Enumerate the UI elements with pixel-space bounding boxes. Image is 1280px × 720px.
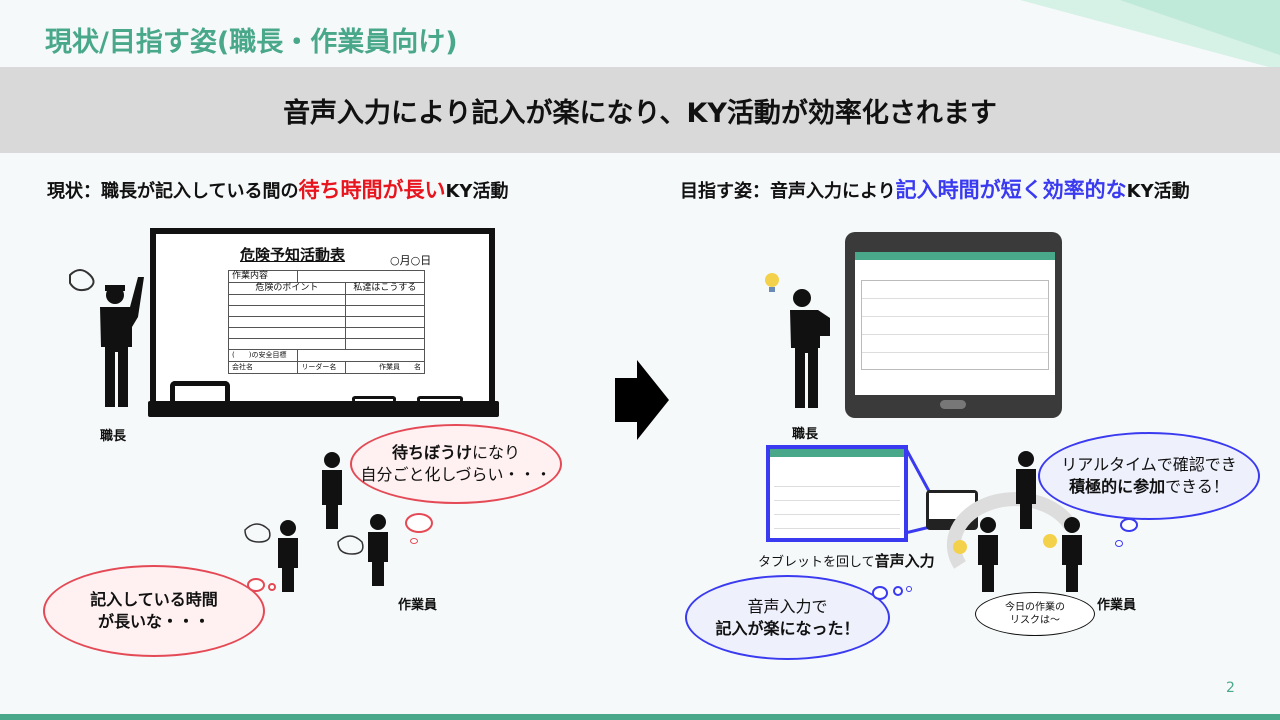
cloud-dot bbox=[247, 578, 265, 592]
foreman-silhouette bbox=[69, 269, 144, 407]
thought-cloud-participate: リアルタイムで確認でき積極的に参加できる！ bbox=[1038, 432, 1260, 520]
form-leader: リーダー名 bbox=[297, 361, 346, 374]
right-heading-pre: 目指す姿：音声入力により bbox=[680, 181, 896, 202]
workers-cycle bbox=[946, 451, 1082, 592]
tablet-caption: タブレットを回して音声入力 bbox=[758, 550, 935, 571]
form-company: 会社名 bbox=[227, 361, 299, 374]
cloud-dot bbox=[1115, 540, 1123, 547]
speech-bubble: 今日の作業の リスクは～ bbox=[975, 592, 1095, 636]
cloud-text: できる！ bbox=[1165, 477, 1229, 496]
decorative-corner bbox=[1020, 0, 1280, 70]
banner-message: 音声入力により記入が楽になり、KY活動が効率化されます bbox=[0, 67, 1280, 153]
zoom-lines bbox=[905, 446, 932, 535]
cloud-text: リアルタイムで確認でき bbox=[1061, 455, 1237, 475]
page-number: 2 bbox=[1226, 680, 1235, 696]
left-foreman-label: 職長 bbox=[100, 429, 127, 444]
foreman-silhouette bbox=[765, 273, 830, 408]
cloud-emphasis: 記入が楽になった！ bbox=[715, 618, 860, 638]
form-col2: 私達はこうする bbox=[344, 282, 426, 295]
cloud-text: 音声入力で bbox=[747, 596, 828, 616]
cloud-text: になり bbox=[471, 443, 520, 463]
board-title: 危険予知活動表 bbox=[240, 246, 346, 264]
thought-cloud-waiting: 待ちぼうけになり自分ごと化しづらい・・・ bbox=[350, 424, 562, 504]
cloud-text: が長いな・・・ bbox=[97, 612, 210, 631]
right-arrow-icon bbox=[615, 360, 669, 440]
left-heading: 現状：職長が記入している間の待ち時間が長いKY活動 bbox=[47, 174, 508, 204]
right-heading: 目指す姿：音声入力により記入時間が短く効率的なKY活動 bbox=[680, 174, 1190, 204]
app-screenshot-zoom bbox=[766, 445, 908, 542]
caption-text: タブレットを回して bbox=[758, 555, 875, 570]
cloud-text: 自分ごと化しづらい・・・ bbox=[360, 465, 552, 484]
left-heading-pre: 現状：職長が記入している間の bbox=[47, 181, 299, 202]
form-work-label: 作業内容 bbox=[227, 270, 299, 283]
cloud-dot bbox=[872, 586, 888, 600]
bottom-accent-bar bbox=[0, 714, 1280, 720]
cloud-text: 記入している時間 bbox=[90, 590, 218, 610]
eraser-icon bbox=[170, 381, 230, 403]
cloud-dot bbox=[268, 583, 276, 591]
marker-icon bbox=[417, 396, 463, 403]
marker-icon bbox=[352, 396, 396, 403]
thought-cloud-long-time: 記入している時間が長いな・・・ bbox=[43, 565, 265, 657]
cloud-dot bbox=[893, 586, 903, 596]
whiteboard-tray bbox=[148, 401, 499, 417]
ky-form: 作業内容 危険のポイント私達はこうする ( )の安全目標 会社名リーダー名作業員… bbox=[227, 270, 426, 374]
cloud-emphasis: 積極的に参加 bbox=[1069, 477, 1166, 496]
form-col1: 危険のポイント bbox=[228, 282, 346, 295]
right-heading-post: KY活動 bbox=[1126, 181, 1190, 202]
right-heading-emphasis: 記入時間が短く効率的な bbox=[895, 178, 1127, 202]
right-foreman-label: 職長 bbox=[792, 427, 819, 442]
slide-title: 現状/目指す姿(職長・作業員向け) bbox=[45, 27, 458, 58]
cloud-dot bbox=[906, 586, 912, 592]
left-workers-label: 作業員 bbox=[398, 598, 438, 613]
left-heading-emphasis: 待ち時間が長い bbox=[298, 178, 446, 202]
workers-silhouettes bbox=[244, 452, 388, 592]
thought-cloud-easy-input: 音声入力で記入が楽になった！ bbox=[685, 575, 890, 660]
form-goal: ( )の安全目標 bbox=[227, 349, 299, 362]
tablet-screen-app bbox=[855, 252, 1055, 395]
caption-emphasis: 音声入力 bbox=[874, 552, 935, 570]
board-date: ○月○日 bbox=[390, 254, 432, 267]
cloud-emphasis: 待ちぼうけ bbox=[391, 443, 472, 463]
right-workers-label: 作業員 bbox=[1097, 598, 1137, 613]
cloud-dot bbox=[1120, 518, 1138, 532]
cloud-dot bbox=[410, 538, 418, 544]
form-workers: 作業員 名 bbox=[344, 361, 426, 374]
tablet-home-button bbox=[940, 400, 966, 409]
left-heading-post: KY活動 bbox=[445, 181, 509, 202]
cloud-dot bbox=[405, 513, 433, 533]
